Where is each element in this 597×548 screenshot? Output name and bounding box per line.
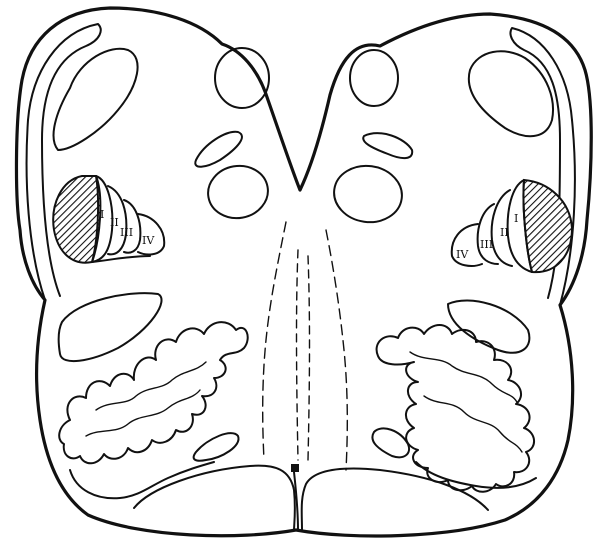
left-upper-lobe — [54, 49, 138, 150]
right-top-oval — [350, 50, 398, 106]
left-label-i: I — [100, 208, 104, 221]
right-hatched-region — [523, 180, 572, 272]
left-lower-oval — [59, 293, 162, 361]
right-convoluted-nucleus — [377, 325, 534, 492]
right-lower-small-oval — [372, 428, 409, 457]
right-bottom-lobe — [302, 469, 488, 530]
right-label-iv: IV — [456, 248, 469, 261]
left-convoluted-tail — [70, 462, 214, 498]
midline-left — [263, 222, 286, 460]
right-label-i: I — [514, 212, 518, 225]
right-convoluted-inner-2 — [424, 396, 522, 452]
midline-notch-mark — [291, 464, 299, 472]
left-label-iv: IV — [142, 234, 155, 247]
right-lower-oval — [448, 300, 529, 352]
left-convoluted-inner-2 — [86, 390, 200, 436]
right-upper-lobe — [469, 51, 553, 136]
right-convoluted-tail — [416, 462, 536, 488]
left-convoluted-inner-1 — [96, 362, 206, 410]
midline-right — [326, 230, 347, 470]
right-mid-oval — [330, 162, 405, 227]
right-label-ii: II — [500, 226, 509, 239]
left-label-ii: II — [110, 216, 119, 229]
left-label-iii: III — [120, 226, 133, 239]
left-convoluted-nucleus — [59, 322, 248, 463]
left-mid-oval — [204, 161, 272, 223]
midline-center-left — [297, 250, 299, 460]
left-lower-small-oval — [194, 433, 239, 461]
left-small-slit — [195, 132, 242, 167]
midline-center-right — [308, 256, 310, 460]
left-bottom-lobe — [134, 466, 295, 530]
right-small-slit — [363, 133, 412, 158]
right-label-iii: III — [480, 238, 493, 251]
left-hatched-region — [53, 176, 100, 263]
